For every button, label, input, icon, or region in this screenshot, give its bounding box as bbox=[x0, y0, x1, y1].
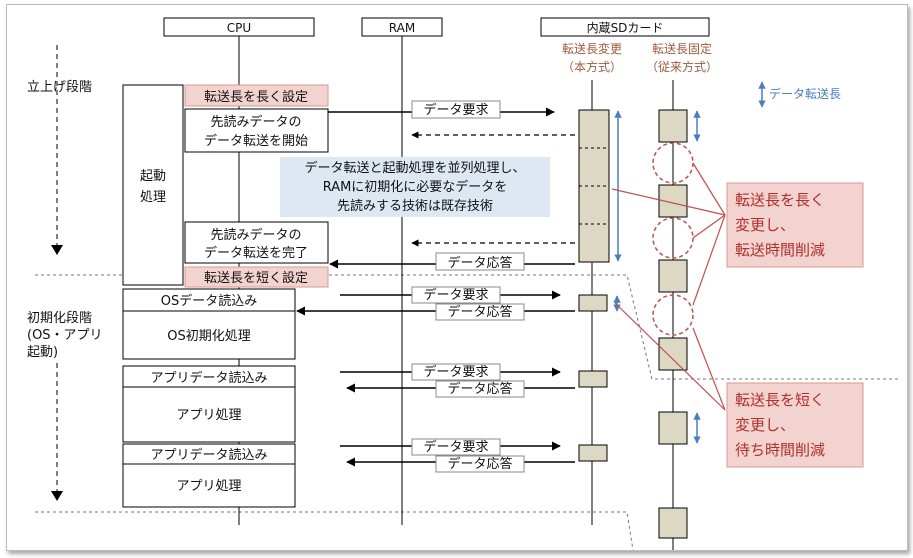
boot-process-box bbox=[122, 84, 184, 286]
prefetch-start-label-2: データ転送を開始 bbox=[204, 133, 308, 149]
variable-col-title: 転送長変更 bbox=[562, 41, 622, 56]
variable-short-block bbox=[578, 444, 608, 462]
response-label: データ応答 bbox=[447, 381, 512, 397]
phase-startup-label: 立上げ段階 bbox=[27, 80, 92, 95]
sequence-diagram: 立上げ段階 初期化段階 (OS・アプリ 起動) CPU RAM 内蔵SDカード … bbox=[27, 17, 901, 551]
response-label: データ応答 bbox=[447, 304, 512, 320]
phase-separator-2 bbox=[35, 511, 634, 551]
set-short-label: 転送長を短く設定 bbox=[204, 270, 308, 286]
boot-process-label-1: 起動 bbox=[140, 169, 166, 184]
os-read-label: OSデータ読込み bbox=[161, 293, 258, 309]
prefetch-start-label-1: 先読みデータの bbox=[210, 114, 301, 130]
request-label: データ要求 bbox=[423, 102, 488, 118]
set-long-label: 転送長を長く設定 bbox=[204, 89, 308, 105]
response-label: データ応答 bbox=[447, 255, 512, 271]
phase-separator-1 bbox=[35, 274, 901, 380]
fixed-block bbox=[658, 507, 688, 539]
callout-long-line-3: 転送時間削減 bbox=[735, 241, 825, 259]
note-line-1: データ転送と起動処理を並列処理し、 bbox=[304, 160, 525, 176]
sd-header: 内蔵SDカード bbox=[587, 21, 664, 35]
callout-short-line-1: 転送長を短く bbox=[735, 391, 825, 409]
callout-connector bbox=[611, 188, 726, 216]
sd-header-box bbox=[540, 17, 710, 37]
phase-init-label-3: 起動) bbox=[27, 345, 58, 360]
prefetch-start-box bbox=[184, 108, 329, 153]
prefetch-done-box bbox=[184, 221, 329, 264]
callout-long-line-1: 転送長を長く bbox=[735, 191, 825, 209]
diagram-frame: 立上げ段階 初期化段階 (OS・アプリ 起動) CPU RAM 内蔵SDカード … bbox=[6, 4, 908, 551]
prefetch-done-label-2: データ転送を完了 bbox=[204, 245, 308, 261]
phase-init-label-1: 初期化段階 bbox=[27, 311, 92, 326]
response-label-box bbox=[435, 455, 525, 473]
response-label-box bbox=[435, 380, 525, 398]
request-label-box bbox=[411, 286, 501, 304]
ram-header: RAM bbox=[389, 21, 415, 35]
request-label: データ要求 bbox=[423, 287, 488, 303]
startup-phase-arrowhead bbox=[51, 245, 63, 255]
request-label-box bbox=[411, 438, 501, 456]
callout-short-line-2: 変更し、 bbox=[735, 416, 795, 434]
legend-transfer-length: データ転送長 bbox=[769, 86, 841, 101]
fixed-block bbox=[658, 259, 688, 293]
response-label-box bbox=[435, 303, 525, 321]
callout-connector bbox=[692, 214, 726, 306]
os-init-label: OS初期化処理 bbox=[167, 329, 251, 344]
callout-connector bbox=[692, 162, 726, 216]
fixed-block bbox=[658, 109, 688, 143]
app-proc-label-1: アプリ処理 bbox=[176, 408, 241, 423]
request-label-box bbox=[411, 363, 501, 381]
cpu-header: CPU bbox=[227, 21, 251, 35]
prior-art-note bbox=[280, 157, 550, 217]
callout-short-line-3: 待ち時間削減 bbox=[735, 441, 825, 459]
request-label-box bbox=[411, 100, 501, 119]
app-proc-box-1 bbox=[122, 386, 296, 443]
phase-init-label-2: (OS・アプリ bbox=[27, 328, 103, 343]
variable-col-subtitle: （本方式） bbox=[562, 59, 622, 74]
callout-long bbox=[726, 182, 864, 268]
callout-connector bbox=[614, 302, 726, 411]
set-short-box bbox=[184, 266, 329, 288]
app-proc-box-2 bbox=[122, 463, 296, 508]
variable-short-block bbox=[578, 370, 608, 388]
set-long-box bbox=[184, 84, 329, 107]
callout-connector bbox=[692, 327, 726, 411]
prefetch-done-label-1: 先読みデータの bbox=[210, 227, 301, 243]
app-read-label-2: アプリデータ読込み bbox=[150, 447, 267, 463]
fixed-block bbox=[658, 337, 688, 371]
os-init-box bbox=[122, 310, 296, 360]
response-label-box bbox=[435, 252, 525, 271]
request-label: データ要求 bbox=[423, 364, 488, 380]
fixed-block bbox=[658, 411, 688, 445]
app-proc-label-2: アプリ処理 bbox=[176, 479, 241, 494]
init-phase-arrowhead bbox=[51, 491, 63, 501]
fixed-col-title: 転送長固定 bbox=[652, 41, 712, 56]
boot-process-label-2: 処理 bbox=[140, 190, 166, 205]
app-read-label-1: アプリデータ読込み bbox=[150, 370, 267, 386]
note-line-2: RAMに初期化に必要なデータを bbox=[323, 179, 508, 195]
request-label: データ要求 bbox=[423, 439, 488, 455]
callout-connector bbox=[692, 214, 726, 239]
fixed-col-subtitle: （従来方式） bbox=[646, 59, 718, 74]
wait-gap-circle bbox=[652, 294, 694, 336]
note-line-3: 先読みする技術は既存技術 bbox=[337, 198, 493, 214]
callout-long-line-2: 変更し、 bbox=[735, 216, 795, 234]
variable-short-block bbox=[578, 294, 608, 312]
callout-short bbox=[726, 382, 864, 468]
response-label: データ応答 bbox=[447, 456, 512, 472]
